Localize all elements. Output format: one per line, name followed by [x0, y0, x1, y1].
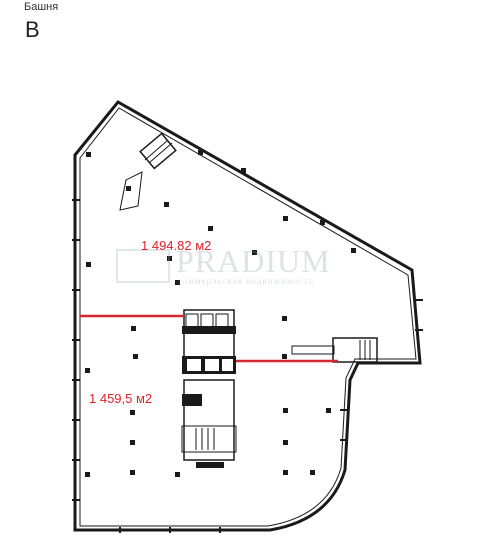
- building-core: [181, 309, 237, 468]
- building-label: Башня: [24, 1, 59, 13]
- building-letter: В: [25, 17, 40, 42]
- area-label-upper: 1 494.82 м2: [141, 238, 212, 253]
- columns: [85, 150, 356, 477]
- watermark-subtitle: коммерческая недвижимость: [178, 276, 315, 286]
- watermark: PRADIUM коммерческая недвижимость: [116, 243, 366, 291]
- window-mullions: [72, 199, 423, 533]
- area-label-lower: 1 459,5 м2: [89, 391, 153, 406]
- stair-east: [291, 337, 378, 363]
- outer-wall: [73, 100, 422, 532]
- outer-wall-inner: [79, 107, 417, 527]
- stair-northwest: [119, 132, 177, 211]
- watermark-name: PRADIUM: [176, 243, 331, 279]
- watermark-logo-icon: [116, 249, 170, 283]
